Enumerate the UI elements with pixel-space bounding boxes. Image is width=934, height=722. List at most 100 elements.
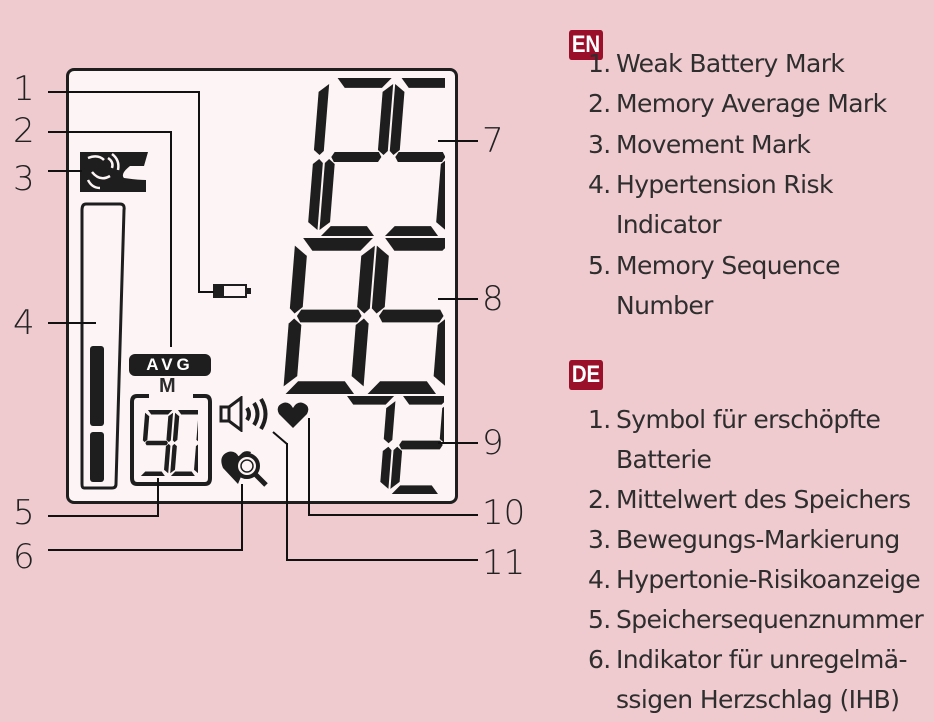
digit-segment xyxy=(308,158,323,231)
callout-1: 1 xyxy=(13,69,35,109)
legend-item: 1.Symbol für erschöpfte xyxy=(588,405,881,434)
legend-item: 1.Weak Battery Mark xyxy=(588,49,845,78)
digit-segment xyxy=(172,412,180,443)
hypertension-bar-icon xyxy=(80,202,126,490)
leader-line-6 xyxy=(48,549,243,551)
leader-line-9 xyxy=(438,442,478,444)
leader-line-3 xyxy=(48,170,82,172)
digit-segment xyxy=(389,83,405,156)
legend-number: 1. xyxy=(588,49,611,78)
callout-9: 9 xyxy=(482,423,504,463)
speaker-icon xyxy=(219,396,268,432)
digit-segment xyxy=(337,78,392,88)
digit-segment xyxy=(289,245,307,314)
callout-7: 7 xyxy=(482,121,504,161)
legend-text-continued: ssigen Herzschlag (IHB) xyxy=(616,685,900,714)
legend-text-continued: Batterie xyxy=(616,445,712,474)
legend-text: Movement Mark xyxy=(616,129,811,159)
legend-text: Speichersequenznummer xyxy=(616,605,924,634)
callout-6: 6 xyxy=(13,537,35,577)
legend-item: 5.Memory Sequence xyxy=(588,250,841,280)
leader-line-1 xyxy=(48,91,200,93)
digit-segment xyxy=(436,160,445,230)
legend-number: 3. xyxy=(588,129,611,159)
legend-text: Hypertension Risk xyxy=(616,169,833,199)
digit-segment xyxy=(399,440,443,450)
leader-line-6 xyxy=(241,484,243,551)
legend-text: Mittelwert des Speichers xyxy=(616,485,911,514)
systolic-value xyxy=(308,78,445,236)
legend-number: 5. xyxy=(588,605,611,634)
callout-11: 11 xyxy=(482,543,526,583)
legend-text-continued: Indicator xyxy=(616,210,722,240)
leader-line-7 xyxy=(438,140,478,142)
digit-segment xyxy=(347,396,395,405)
callout-2: 2 xyxy=(13,111,35,151)
legend-text: Symbol für erschöpfte xyxy=(616,405,881,434)
legend-item: 2.Mittelwert des Speichers xyxy=(588,485,911,514)
digit-segment xyxy=(319,158,335,231)
legend-number: 4. xyxy=(588,565,611,594)
memory-number xyxy=(140,410,198,476)
digit-segment xyxy=(320,226,375,236)
legend-number: 6. xyxy=(588,645,611,674)
digit-segment xyxy=(380,446,392,489)
digit-segment xyxy=(177,410,198,415)
legend-text-continued: Number xyxy=(616,290,713,320)
digit-segment xyxy=(390,446,403,489)
battery-icon xyxy=(213,284,251,298)
legend-number: 4. xyxy=(588,169,611,199)
legend-number: 1. xyxy=(588,405,611,434)
legend-number: 3. xyxy=(588,525,611,554)
digit-segment xyxy=(371,245,389,314)
de-badge: DE xyxy=(569,360,603,390)
callout-4: 4 xyxy=(13,303,35,343)
leader-line-1 xyxy=(198,91,200,293)
avg-mark: AVG xyxy=(129,354,211,376)
digit-segment xyxy=(170,443,177,474)
digit-segment xyxy=(331,152,382,162)
legend-item: 3.Movement Mark xyxy=(588,129,811,159)
legend-text: Weak Battery Mark xyxy=(616,49,845,78)
legend-number: 2. xyxy=(588,89,611,119)
digit-segment xyxy=(385,238,445,251)
heart-magnifier-icon xyxy=(221,451,268,487)
callout-10: 10 xyxy=(482,493,526,533)
digit-segment xyxy=(303,238,373,251)
callout-5: 5 xyxy=(13,493,35,533)
digit-segment xyxy=(164,443,171,474)
legend-number: 2. xyxy=(588,485,611,514)
digit-segment xyxy=(433,319,445,386)
digit-segment xyxy=(377,83,394,156)
movement-icon xyxy=(80,152,148,192)
leader-line-4 xyxy=(48,322,96,324)
digit-segment xyxy=(142,412,150,443)
legend-text: Memory Average Mark xyxy=(616,89,887,119)
digit-segment xyxy=(296,309,362,323)
leader-line-8 xyxy=(438,298,478,300)
pulse-value xyxy=(347,396,444,494)
leader-line-5 xyxy=(157,478,159,517)
leader-line-11 xyxy=(286,559,478,561)
digit-segment xyxy=(147,410,173,415)
digit-segment xyxy=(391,485,438,494)
leader-line-5 xyxy=(48,515,159,517)
digit-segment xyxy=(367,381,437,394)
leader-line-10 xyxy=(308,514,478,516)
digit-segment xyxy=(384,226,439,236)
digit-segment xyxy=(403,396,444,405)
callout-3: 3 xyxy=(13,159,35,199)
diastolic-value xyxy=(283,238,445,394)
leader-line-11 xyxy=(272,431,288,445)
leader-line-2 xyxy=(48,131,172,133)
legend-item: 2.Memory Average Mark xyxy=(588,89,887,119)
memory-label: M xyxy=(159,375,176,397)
heart-icon xyxy=(277,402,309,428)
en-badge: EN xyxy=(569,30,603,60)
digit-segment xyxy=(351,318,369,387)
digit-segment xyxy=(140,471,165,476)
legend-text: Bewegungs-Markierung xyxy=(616,525,900,554)
digit-segment xyxy=(357,245,375,314)
legend-text: Memory Sequence xyxy=(616,250,841,280)
memory-frame xyxy=(130,394,212,486)
